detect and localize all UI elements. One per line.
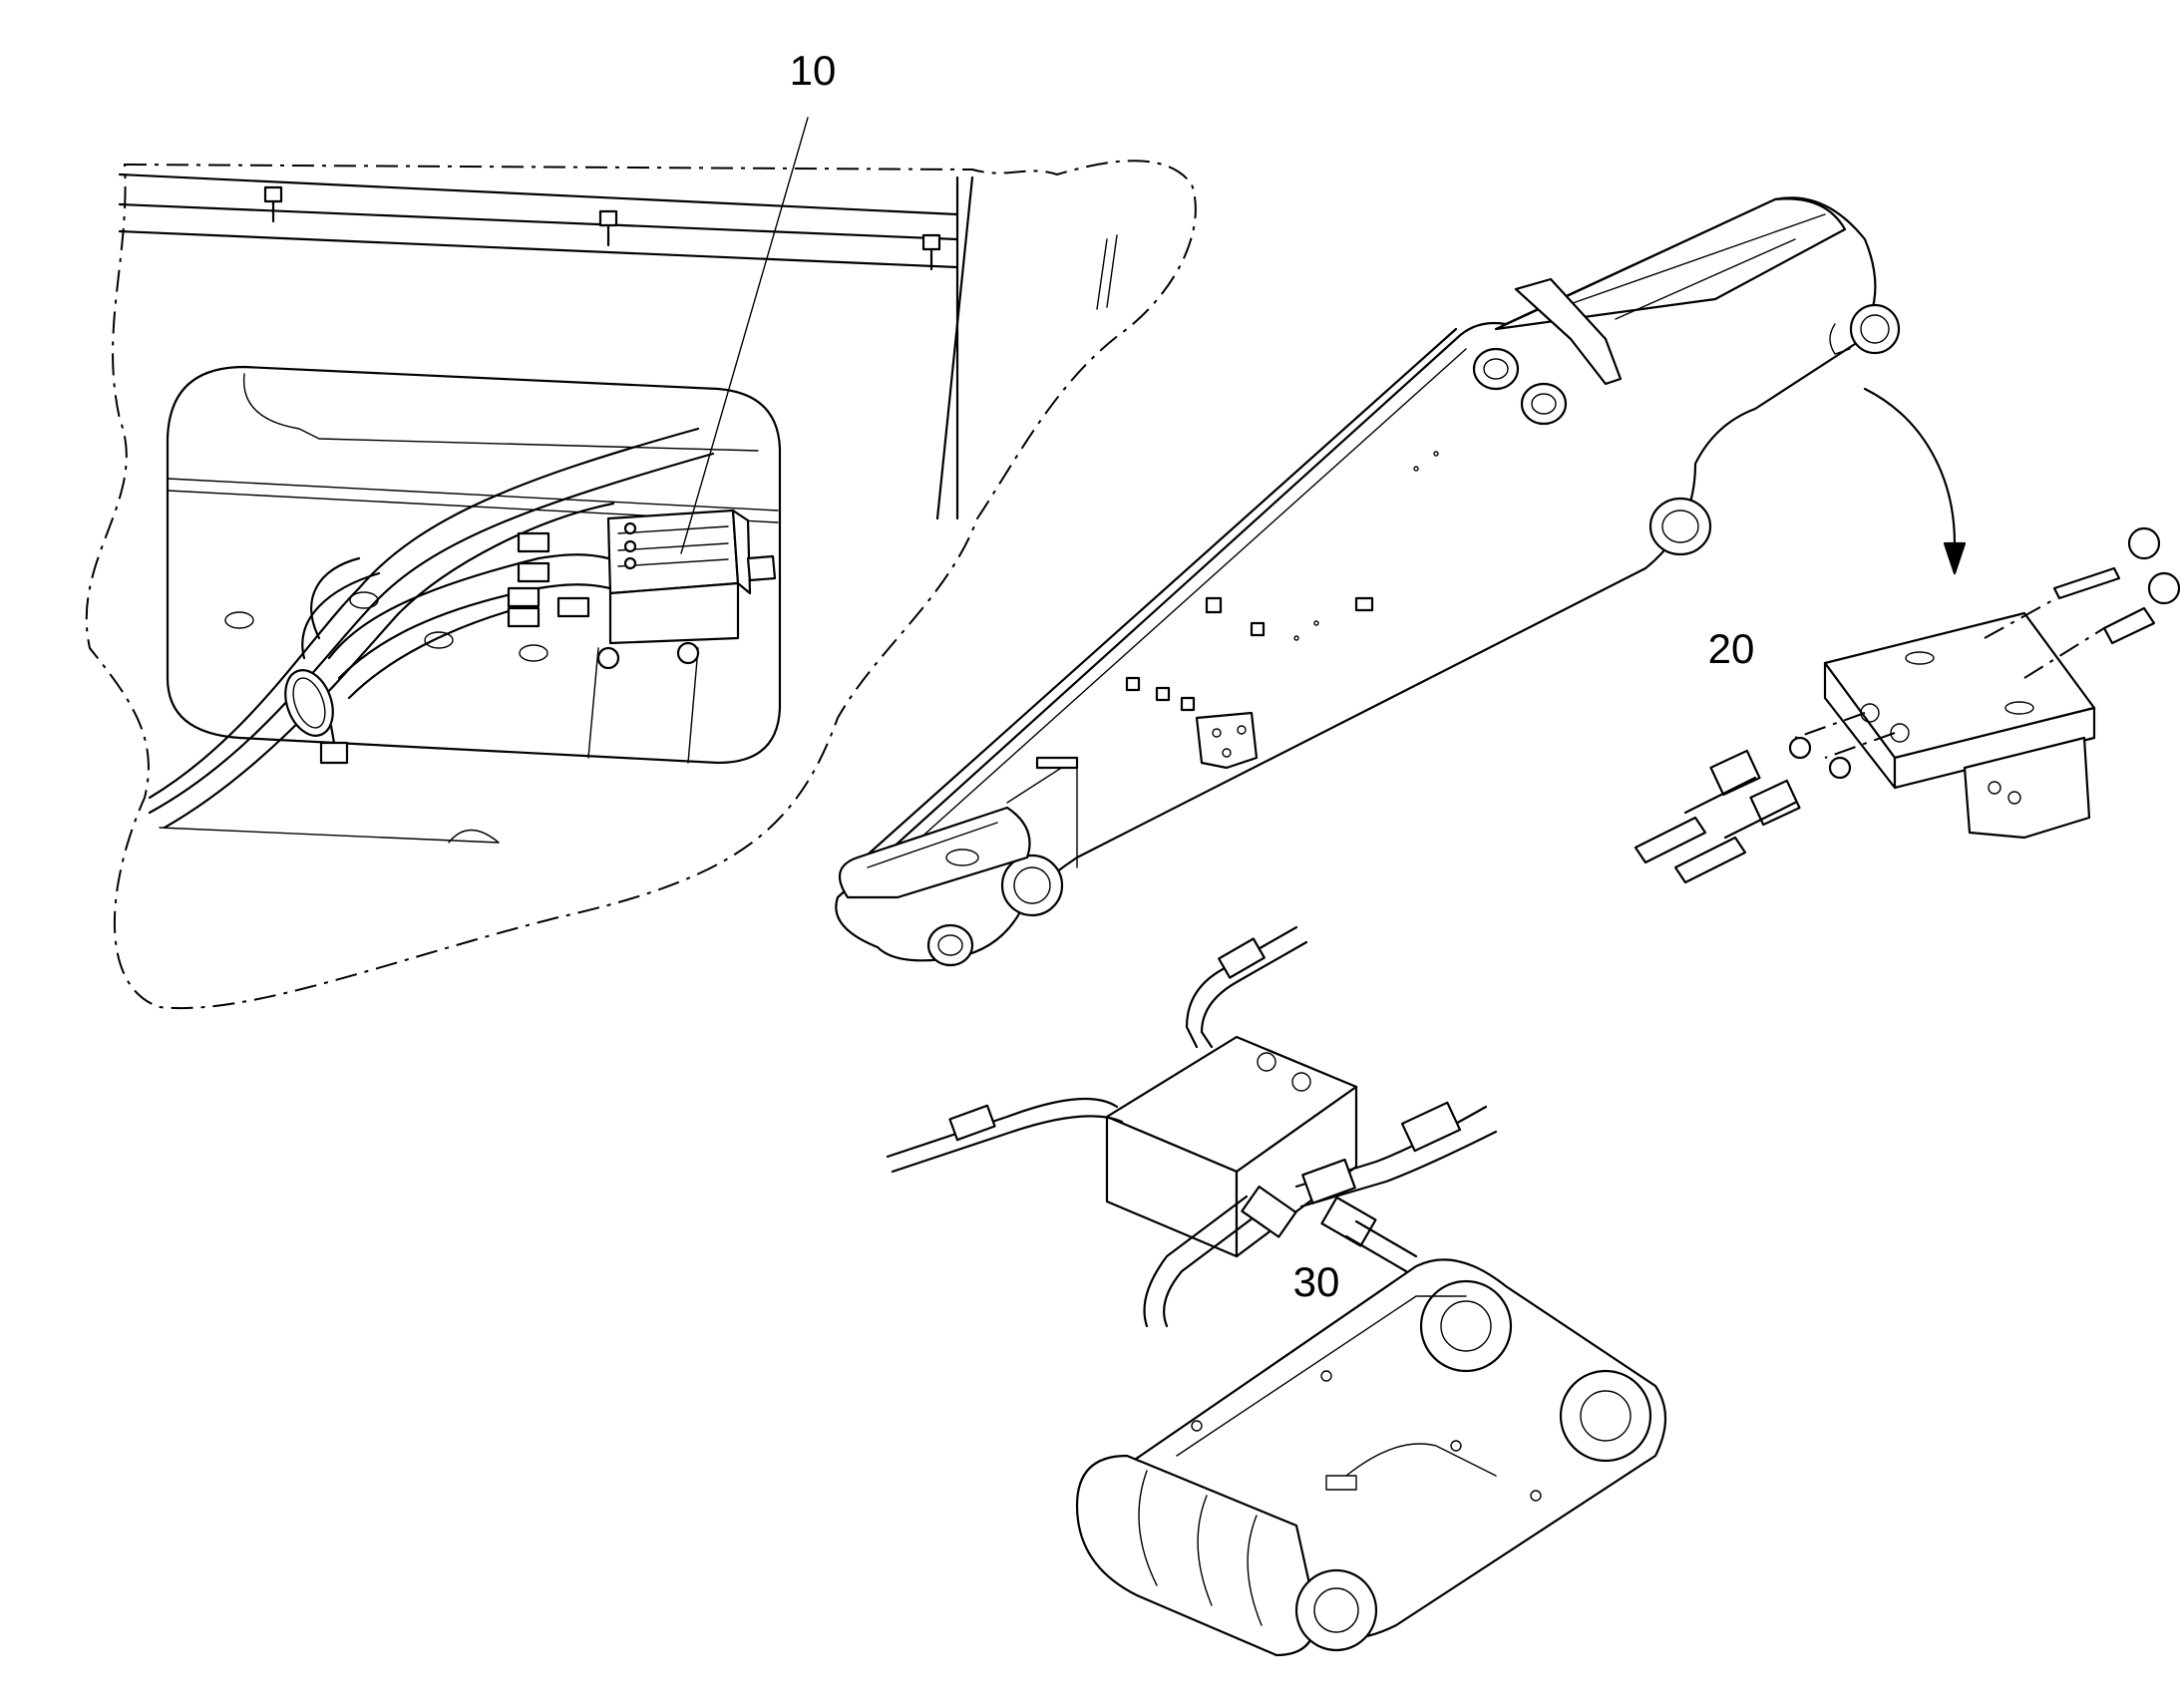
callout-30: 30 [1293, 1258, 1340, 1305]
detail-view-distribution-block: 10 [85, 47, 1197, 1010]
manifold-block: 30 [886, 925, 1498, 1328]
hose-fittings [507, 531, 590, 628]
callout-10-leader [680, 117, 809, 554]
bucket-link [1075, 1258, 1666, 1657]
detail-boundary [85, 160, 1197, 1010]
bracket-assembly: 20 [1634, 526, 2180, 884]
boom-arm [835, 196, 1967, 967]
bracket-fittings [1634, 736, 1852, 884]
hose-clamp [284, 669, 349, 765]
rail-bolts [263, 185, 941, 271]
panel-opening [166, 365, 782, 765]
distribution-block [596, 509, 777, 670]
hose-bundle [148, 427, 715, 830]
callout-20: 20 [1708, 625, 1755, 672]
callout-10: 10 [790, 47, 837, 94]
boom-details [1035, 451, 1439, 770]
direction-arrow [1863, 387, 1957, 545]
boom-pin-bosses [926, 303, 1901, 967]
